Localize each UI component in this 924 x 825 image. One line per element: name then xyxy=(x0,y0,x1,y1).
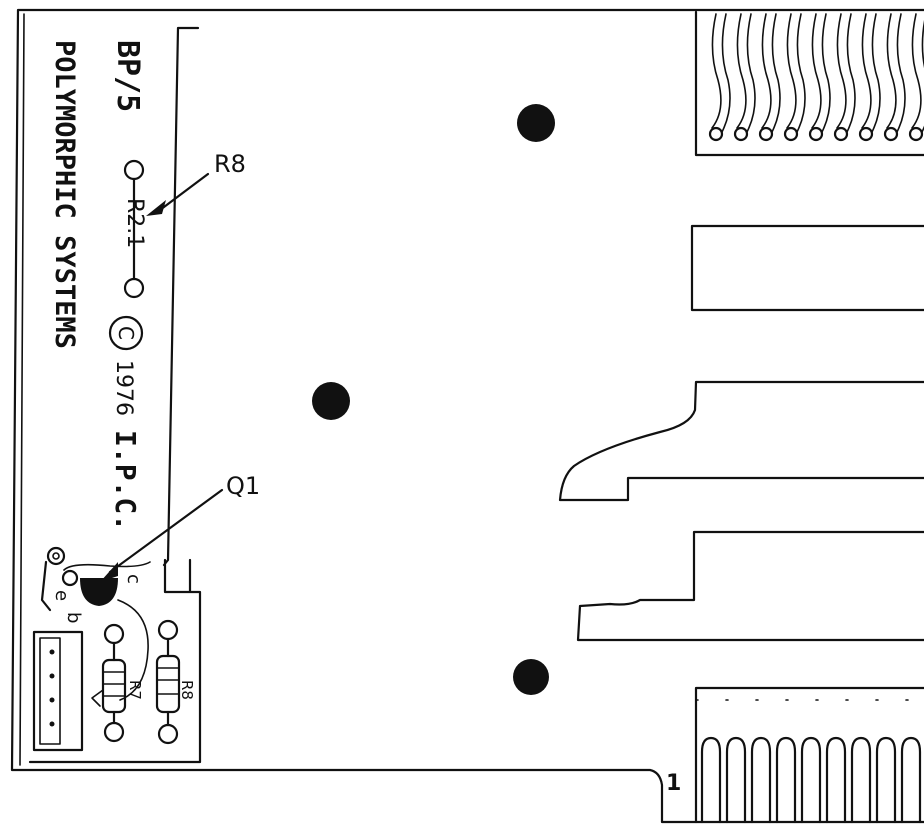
resistor-silk: R2.1 xyxy=(122,159,147,299)
resistor-silk-label: R2.1 xyxy=(122,198,147,248)
top-finger-trace xyxy=(846,13,856,133)
slot-1 xyxy=(690,224,924,312)
resistor-r7-label: R7 xyxy=(126,680,144,700)
transistor-pin-c: c xyxy=(123,574,144,584)
bottom-finger xyxy=(775,736,797,824)
slot-3 xyxy=(576,530,924,642)
top-finger-trace xyxy=(736,13,747,129)
top-finger-pad xyxy=(708,126,724,142)
top-finger-pad xyxy=(858,126,874,142)
transistor-body xyxy=(80,578,118,606)
top-finger-pad xyxy=(883,126,899,142)
bottom-finger xyxy=(900,736,922,824)
top-finger-trace xyxy=(761,13,772,129)
mounting-hole-middle xyxy=(312,382,350,420)
copyright-year: 1976 xyxy=(111,360,136,416)
top-finger-trace xyxy=(786,13,797,129)
top-finger-pad xyxy=(758,126,774,142)
bottom-finger xyxy=(725,736,747,824)
manufacturer-label: POLYMORPHIC SYSTEMS xyxy=(49,40,80,349)
transistor-q1: c e b xyxy=(40,546,151,701)
top-finger-trace xyxy=(796,13,806,133)
resistor-r8: R8 xyxy=(155,619,196,745)
board-outline xyxy=(10,8,924,824)
board-model-label: BP/5 xyxy=(110,40,145,112)
slot-2 xyxy=(558,380,924,502)
top-finger-trace xyxy=(836,13,847,129)
top-finger-trace xyxy=(771,13,781,133)
top-finger-pad xyxy=(808,126,824,142)
top-finger-pad xyxy=(783,126,799,142)
top-finger-trace xyxy=(861,13,872,129)
top-finger-trace xyxy=(811,13,822,129)
board-outline-inner xyxy=(19,13,25,766)
bottom-finger xyxy=(850,736,872,824)
callout-r8-label: R8 xyxy=(214,150,246,178)
top-finger-pad xyxy=(908,126,924,142)
top-finger-trace xyxy=(886,13,897,129)
top-finger-trace xyxy=(746,13,756,133)
bottom-finger xyxy=(825,736,847,824)
resistor-r7: R7 xyxy=(91,623,144,743)
top-finger-trace xyxy=(911,13,922,129)
top-finger-trace xyxy=(921,20,924,133)
bottom-finger xyxy=(700,736,722,824)
header-connector xyxy=(32,630,84,752)
copyright-line: C 1976 I.P.C. xyxy=(108,315,144,531)
bottom-edge-connector xyxy=(694,686,924,824)
mounting-hole-bottom xyxy=(513,659,549,695)
pin-one-label: 1 xyxy=(666,771,681,796)
top-finger-pad xyxy=(733,126,749,142)
top-finger-trace xyxy=(721,13,731,133)
bottom-finger xyxy=(875,736,897,824)
top-finger-trace xyxy=(896,13,906,133)
label-area-border xyxy=(28,26,202,764)
bottom-finger xyxy=(800,736,822,824)
copyright-holder: I.P.C. xyxy=(109,430,142,531)
top-finger-trace xyxy=(821,13,831,133)
bottom-finger xyxy=(750,736,772,824)
resistor-r8-label: R8 xyxy=(178,680,196,700)
transistor-pin-b: b xyxy=(63,612,84,623)
top-finger-trace xyxy=(871,13,881,133)
copyright-symbol-circle xyxy=(108,315,144,351)
transistor-pin-e: e xyxy=(51,590,72,601)
top-finger-pad xyxy=(833,126,849,142)
callout-r8: R8 xyxy=(146,150,246,216)
top-edge-connector xyxy=(694,10,924,157)
top-finger-trace xyxy=(711,13,722,129)
copyright-symbol: C xyxy=(114,326,138,340)
mounting-hole-top xyxy=(517,104,555,142)
callout-q1-label: Q1 xyxy=(226,472,260,500)
callout-q1: Q1 xyxy=(100,472,260,582)
